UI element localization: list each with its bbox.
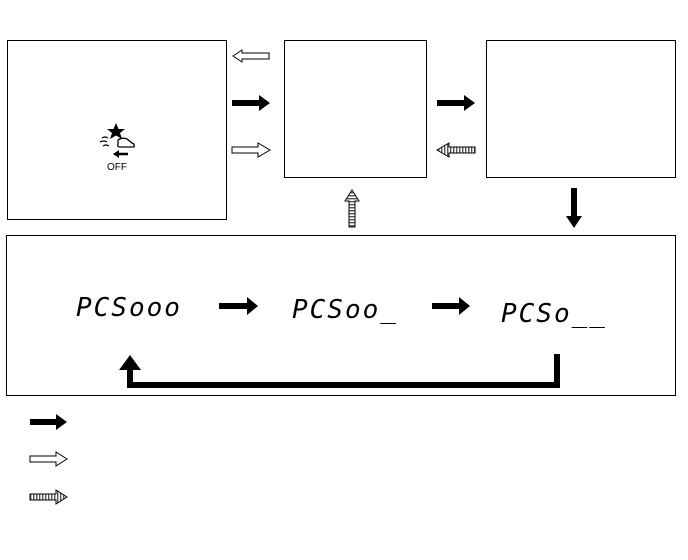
display-step-3: PCSo__ <box>501 299 607 329</box>
solid-arrow-right <box>232 95 270 111</box>
pcs-off-label: OFF <box>107 162 127 173</box>
sequence-arrow-2 <box>432 297 470 315</box>
state-box-middle <box>284 40 427 178</box>
solid-arrow-right-2 <box>437 95 475 111</box>
sequence-arrow-1 <box>219 297 258 315</box>
display-sequence-box <box>6 235 676 396</box>
display-step-1: PCSooo <box>76 293 182 323</box>
display-step-2: PCSoo_ <box>292 295 398 325</box>
legend-hollow-arrow <box>29 451 68 467</box>
hollow-arrow-right <box>231 142 271 158</box>
hollow-arrow-left <box>232 49 270 63</box>
sequence-return-arrow <box>119 354 560 388</box>
pcs-off-icon <box>99 123 135 158</box>
legend-solid-arrow <box>30 414 67 430</box>
hatched-arrow-up <box>344 189 360 228</box>
legend-hatched-arrow <box>29 489 68 505</box>
state-box-right <box>486 40 676 178</box>
hatched-arrow-left <box>436 142 476 158</box>
solid-arrow-down <box>566 188 582 228</box>
